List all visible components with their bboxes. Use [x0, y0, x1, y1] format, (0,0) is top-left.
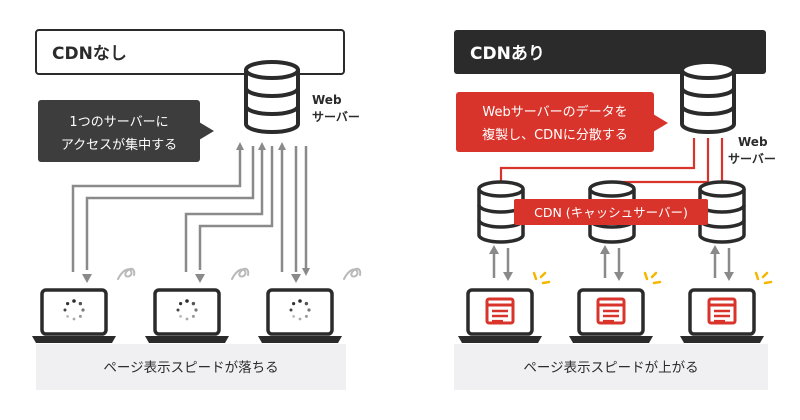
left-callout: [38, 100, 200, 162]
right-callout: [456, 92, 654, 152]
left-callout-line-2: アクセスが集中する: [61, 137, 177, 153]
right-title: CDNあり: [470, 44, 545, 64]
left-callout-tail: [199, 122, 214, 140]
right-sparkle-1-icon: [532, 271, 551, 285]
right-sparkle-2-icon: [643, 271, 662, 285]
right-callout-line-2: 複製し、CDNに分散する: [482, 127, 628, 143]
right-footer-text: ページ表示スピードが上がる: [523, 360, 698, 376]
left-laptop-3-icon: [256, 288, 344, 345]
left-callout-line-1: 1つのサーバーに: [69, 115, 168, 130]
left-server-label-1: Web: [312, 93, 342, 107]
right-sparkle-3-icon: [754, 271, 773, 285]
cdn-label: CDN (キャッシュサーバー): [534, 205, 688, 220]
left-laptop-1-icon: [30, 288, 118, 345]
left-swirl-1-icon: [117, 267, 136, 280]
left-title: CDNなし: [52, 44, 127, 64]
cdn-label-box: [514, 199, 708, 225]
right-laptop-2-page-icon: [596, 297, 626, 325]
right-callout-tail: [653, 114, 668, 132]
left-footer-text: ページ表示スピードが落ちる: [103, 360, 278, 376]
left-swirl-2-icon: [231, 267, 250, 280]
left-request-arrows: [71, 142, 310, 276]
right-laptop-1-page-icon: [485, 297, 515, 325]
left-server-label-2: サーバー: [312, 110, 360, 124]
right-laptop-3-page-icon: [707, 297, 737, 325]
right-server-icon: [680, 60, 736, 134]
left-server-icon: [244, 60, 300, 134]
right-footer: [454, 344, 768, 390]
left-laptop-2-icon: [143, 288, 231, 345]
right-panel: CDNあり Web サーバー Webサーバーのデータを 複製し、CDNに分散する…: [454, 30, 776, 390]
right-server-label-1: Web: [738, 135, 768, 149]
left-swirl-3-icon: [343, 267, 362, 280]
left-footer: [36, 344, 346, 390]
right-short-arrows: [489, 245, 734, 281]
right-server-label-2: サーバー: [728, 152, 776, 166]
left-panel: CDNなし Web サーバー 1つのサーバーに アクセスが集中する: [30, 29, 362, 390]
right-callout-line-1: Webサーバーのデータを: [482, 104, 627, 120]
